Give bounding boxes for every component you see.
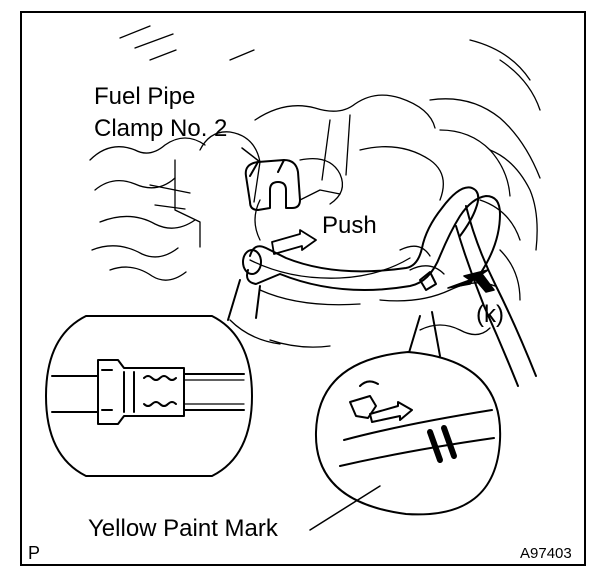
push-label: Push	[322, 212, 377, 239]
left-detail-callout	[45, 279, 261, 477]
fuel-pipe-clamp-label-line2: Clamp No. 2	[94, 115, 228, 142]
fuel-pipe-clamp-label: Fuel Pipe	[94, 83, 196, 110]
push-arrow	[271, 229, 317, 255]
engine-background-sketch	[89, 25, 541, 348]
fuel-pipe-clamp	[241, 147, 301, 211]
yellow-paint-mark-label: Yellow Paint Mark	[88, 515, 278, 542]
figure-id: A97403	[520, 545, 572, 562]
k-marker-label: (k)	[476, 301, 504, 328]
k-arrow	[447, 269, 495, 293]
fuel-pipe	[242, 186, 537, 387]
corner-letter: P	[28, 543, 41, 563]
right-detail-callout	[309, 311, 502, 531]
